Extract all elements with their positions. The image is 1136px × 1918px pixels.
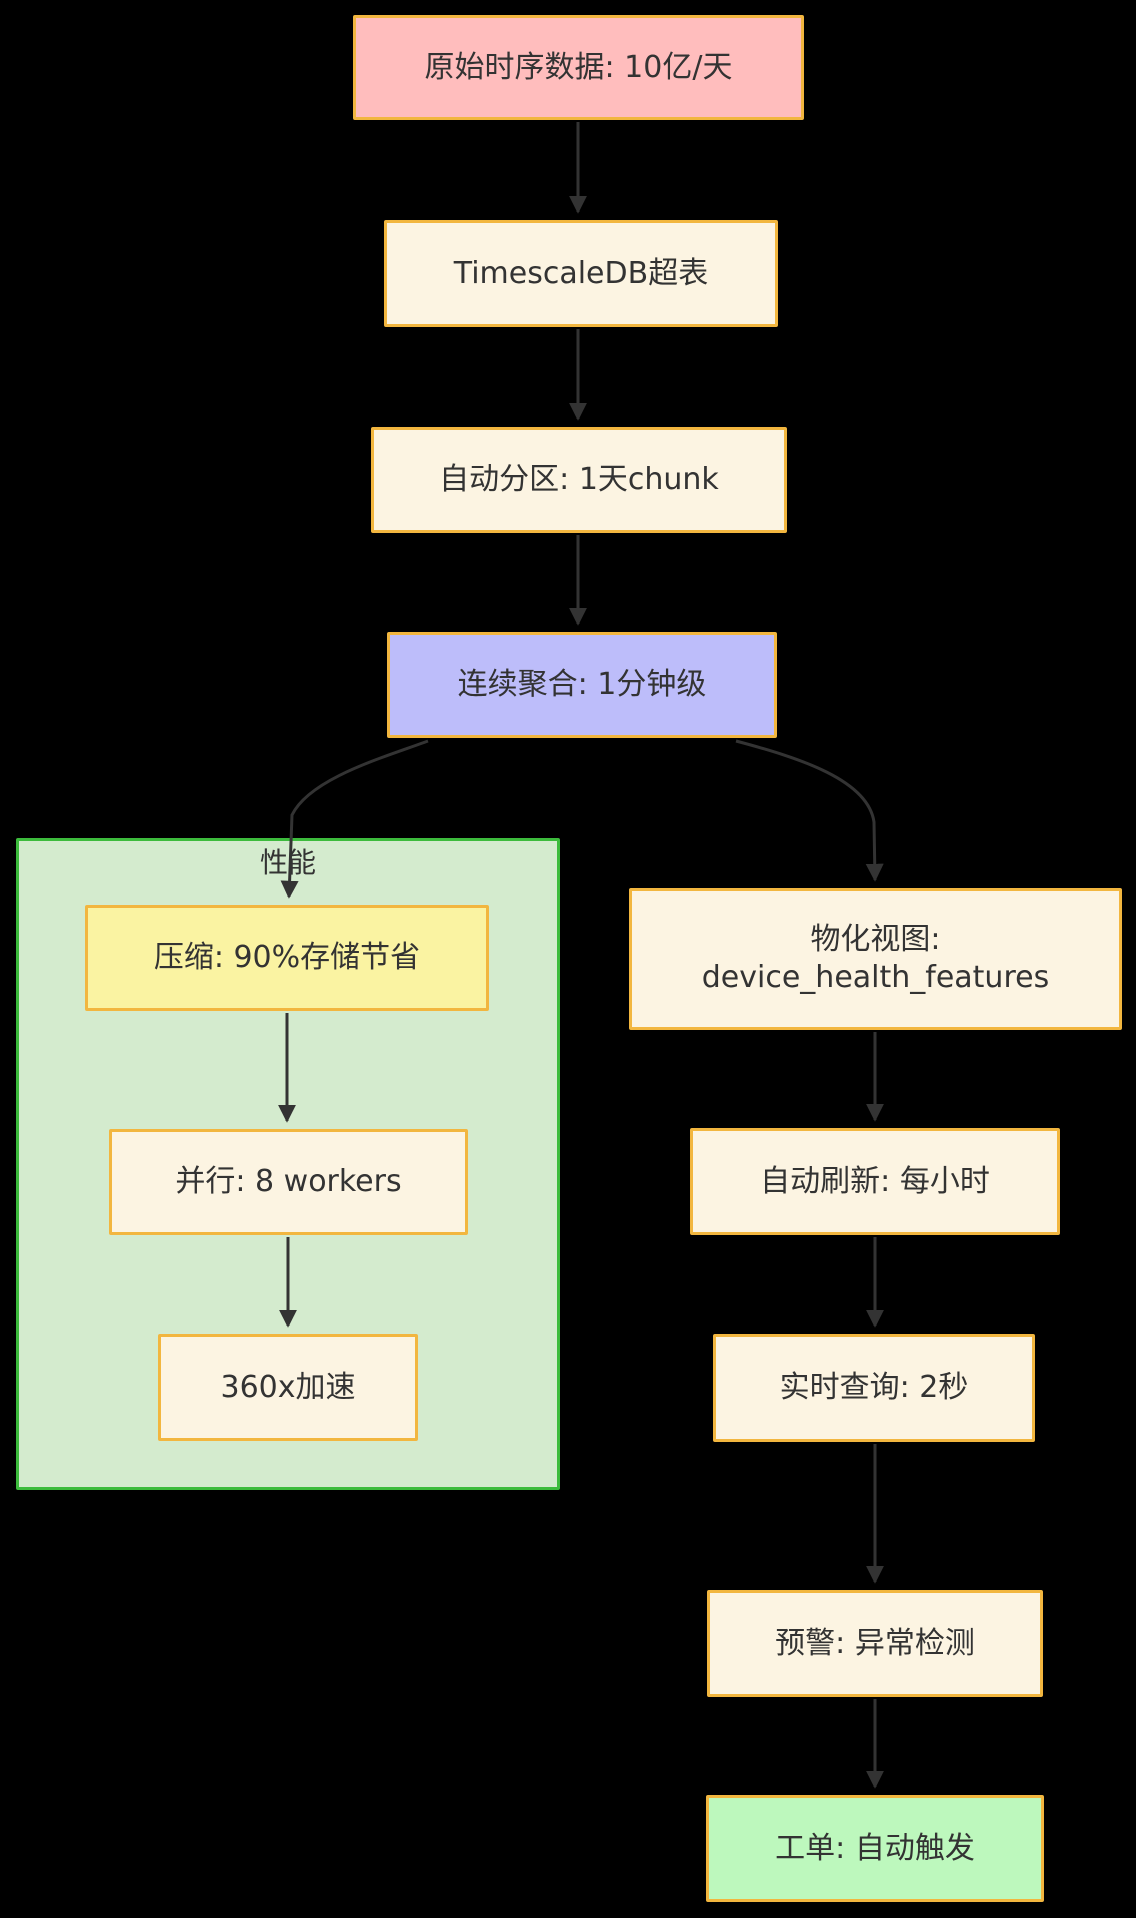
node-compression: 压缩: 90%存储节省 bbox=[85, 905, 489, 1011]
node-timescaledb-hypertable: TimescaleDB超表 bbox=[384, 220, 778, 327]
node-auto-partition: 自动分区: 1天chunk bbox=[371, 427, 787, 533]
performance-cluster-label: 性能 bbox=[259, 846, 316, 879]
node-materialized-view: 物化视图: device_health_features bbox=[629, 888, 1122, 1030]
node-auto-refresh: 自动刷新: 每小时 bbox=[690, 1128, 1060, 1235]
node-continuous-aggregate: 连续聚合: 1分钟级 bbox=[387, 632, 777, 738]
node-anomaly-alert: 预警: 异常检测 bbox=[707, 1590, 1043, 1697]
edge-cagg-to-compress bbox=[280, 739, 429, 899]
node-realtime-query: 实时查询: 2秒 bbox=[713, 1334, 1035, 1442]
node-speedup: 360x加速 bbox=[158, 1334, 418, 1441]
node-work-order: 工单: 自动触发 bbox=[706, 1795, 1044, 1902]
node-raw-timeseries-data: 原始时序数据: 10亿/天 bbox=[353, 15, 804, 120]
edge-cagg-to-matview bbox=[735, 739, 884, 882]
node-parallel-workers: 并行: 8 workers bbox=[109, 1129, 468, 1235]
